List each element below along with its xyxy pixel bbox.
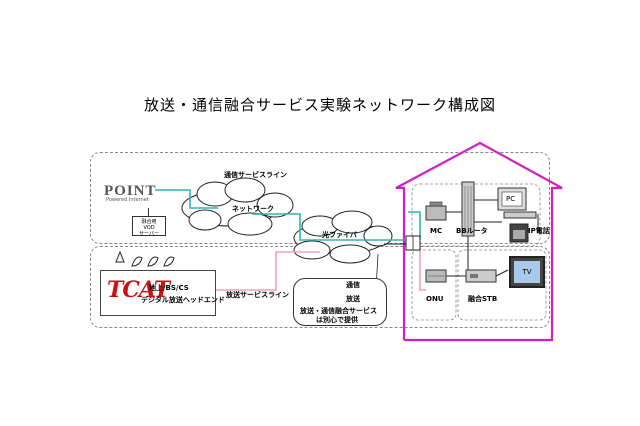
broadcast-line-home — [419, 248, 426, 291]
tcat-line1: 地上/BS/CS — [149, 284, 189, 292]
comm-line — [155, 189, 218, 209]
tcat-logo: TCAT — [107, 277, 170, 303]
sep-broadcast-label: 放送 — [346, 295, 360, 303]
tv-device: TV — [509, 256, 545, 288]
vod-line3: サーバー — [139, 231, 159, 237]
vod-connector — [148, 208, 149, 216]
point-subtitle: Powered Internet — [106, 197, 149, 203]
broadcast-line — [214, 251, 320, 291]
bb-router-label: BBルータ — [456, 227, 488, 235]
home-tv-zone — [457, 249, 547, 321]
stb-device — [465, 269, 497, 283]
tcat-headend: TCAT 地上/BS/CS デジタル放送ヘッドエンド — [100, 270, 225, 316]
broadcast-line-label: 放送サービスライン — [226, 291, 289, 299]
mc-label: MC — [430, 227, 443, 235]
vod-server: 融合用 VOD サーバー — [132, 216, 166, 237]
vod-line1: 融合用 — [141, 219, 157, 225]
sep-note-1: 放送・通信融合サービス — [300, 307, 377, 315]
comm-line-home — [408, 211, 421, 240]
fiber-label: 光ファイバ — [322, 231, 357, 239]
house-outline — [395, 141, 563, 342]
network-label: ネットワーク — [232, 205, 274, 213]
mc-device — [425, 205, 447, 221]
onu-label: ONU — [426, 295, 444, 303]
home-onu-zone — [411, 249, 457, 321]
tv-label: TV — [514, 261, 540, 283]
satellite-dish-icons — [115, 250, 175, 267]
vod-line2: VOD — [143, 225, 155, 231]
home-pc-zone — [411, 183, 541, 247]
sep-note-2: は別心で提供 — [316, 316, 358, 324]
pc-label: PC — [506, 195, 516, 203]
point-logo: POINT — [104, 183, 157, 199]
stb-label: 融合STB — [468, 295, 498, 303]
tcat-line2: デジタル放送ヘッドエンド — [141, 296, 225, 304]
fiber-cloud — [293, 210, 393, 264]
comm-line-2 — [252, 213, 408, 241]
ip-phone-label: IP電話 — [528, 227, 550, 235]
comm-line-label: 通信サービスライン — [224, 171, 287, 179]
sep-comm-label: 通信 — [346, 281, 360, 289]
separation-box — [293, 278, 387, 326]
diagram-title: 放送・通信融合サービス実験ネットワーク構成図 — [143, 96, 496, 114]
network-cloud — [181, 177, 294, 236]
